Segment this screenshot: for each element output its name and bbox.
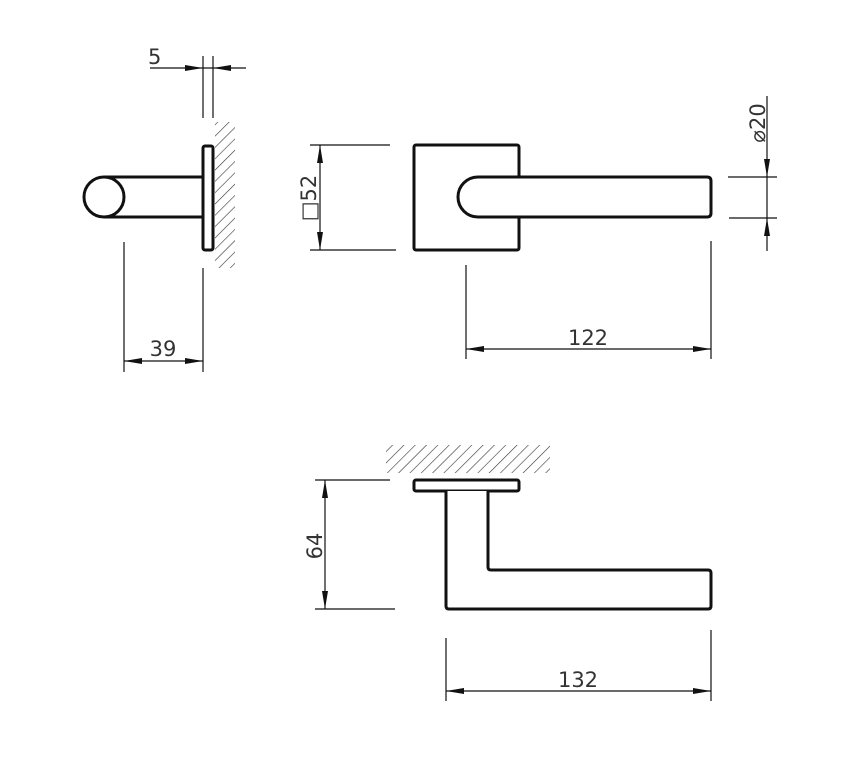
dimension-132: 132: [445, 630, 712, 701]
dimension-52: □52: [297, 144, 396, 251]
dimension-5: 5: [148, 45, 246, 118]
lever-end-circle: [82, 175, 126, 219]
dimension-label-122: 122: [568, 326, 608, 350]
wall-hatch: [215, 122, 235, 268]
rose-plate-side: [201, 144, 215, 252]
dimension-label-5: 5: [148, 45, 161, 69]
dimension-64: 64: [303, 479, 395, 610]
front-view: □52 ⌀20 122: [297, 96, 777, 359]
dimension-39: 39: [123, 242, 204, 372]
rose-plate-top: [412, 478, 521, 493]
dimension-20: ⌀20: [728, 96, 777, 251]
dimension-label-52: □52: [297, 175, 321, 222]
dimension-122: 122: [465, 241, 712, 359]
dimension-label-20: ⌀20: [746, 103, 770, 142]
dimension-label-132: 132: [558, 668, 598, 692]
door-hatch: [386, 445, 550, 473]
dimension-label-39: 39: [150, 337, 177, 361]
dimension-label-64: 64: [303, 533, 327, 560]
top-view: 64 132: [303, 445, 713, 701]
side-view: 5 39: [82, 45, 246, 372]
lever-top: [444, 491, 713, 611]
lever-front: [456, 175, 713, 219]
